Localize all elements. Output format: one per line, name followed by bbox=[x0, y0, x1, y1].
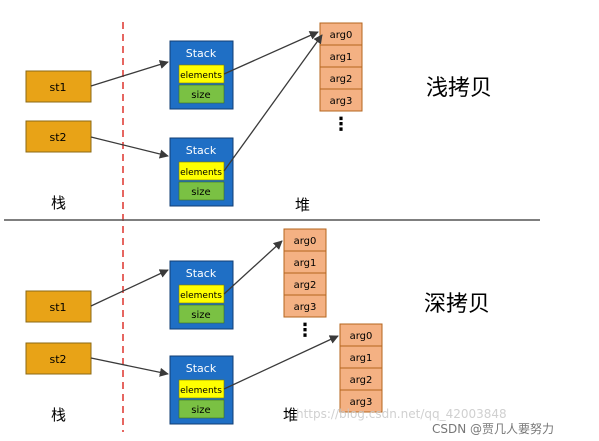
array-cell: arg3 bbox=[294, 302, 317, 313]
field-size: size bbox=[191, 90, 210, 101]
heap-region-label: 堆 bbox=[283, 406, 298, 424]
array-cell: arg3 bbox=[350, 397, 373, 408]
array-cell: arg2 bbox=[294, 280, 317, 291]
array-ellipsis: ⋮ bbox=[296, 320, 314, 341]
field-size: size bbox=[191, 405, 210, 416]
arrow-elements-to-array bbox=[223, 335, 339, 390]
field-elements: elements bbox=[180, 168, 222, 178]
array-cell: arg0 bbox=[350, 331, 373, 342]
variable-st2: st2 bbox=[25, 342, 92, 375]
variable-st2: st2 bbox=[25, 120, 92, 153]
array-cell: arg1 bbox=[330, 52, 353, 63]
array-cell: arg0 bbox=[294, 236, 317, 247]
stack-object-title: Stack bbox=[186, 267, 217, 280]
arrow-st2-to-stack bbox=[90, 357, 169, 377]
field-size: size bbox=[191, 187, 210, 198]
arrow-st1-to-stack bbox=[90, 269, 169, 307]
heap-array: arg0 arg1 arg2 arg3 ⋮ bbox=[283, 228, 327, 341]
arrow-st1-to-stack bbox=[90, 60, 169, 87]
array-cell: arg1 bbox=[350, 353, 373, 364]
stack-object: Stack elements size bbox=[169, 40, 234, 110]
watermark-credit: CSDN @贾几人要努力 bbox=[432, 421, 554, 436]
field-elements: elements bbox=[180, 386, 222, 396]
variable-label: st2 bbox=[49, 131, 66, 144]
array-cell: arg1 bbox=[294, 258, 317, 269]
deep-copy-section: st1 st2 Stack elements size Stack elemen… bbox=[25, 228, 490, 425]
stack-object: Stack elements size bbox=[169, 260, 234, 330]
stack-region-label: 栈 bbox=[51, 194, 66, 212]
array-ellipsis: ⋮ bbox=[332, 114, 350, 135]
arrow-elements-to-array bbox=[223, 34, 323, 172]
field-elements: elements bbox=[180, 291, 222, 301]
watermark-url: https://blog.csdn.net/qq_42003848 bbox=[296, 407, 507, 421]
heap-array: arg0 arg1 arg2 arg3 ⋮ bbox=[319, 22, 363, 135]
array-cell: arg2 bbox=[350, 375, 373, 386]
stack-object-title: Stack bbox=[186, 47, 217, 60]
variable-label: st1 bbox=[49, 301, 66, 314]
heap-region-label: 堆 bbox=[295, 196, 310, 214]
shallow-copy-caption: 浅拷贝 bbox=[426, 76, 492, 101]
arrow-st2-to-stack bbox=[90, 136, 169, 159]
array-cell: arg2 bbox=[330, 74, 353, 85]
field-elements: elements bbox=[180, 71, 222, 81]
stack-object: Stack elements size bbox=[169, 355, 234, 425]
stack-object: Stack elements size bbox=[169, 137, 234, 207]
array-cell: arg3 bbox=[330, 96, 353, 107]
arrow-elements-to-array bbox=[223, 31, 319, 75]
heap-array: arg0 arg1 arg2 arg3 bbox=[339, 323, 383, 413]
stack-object-title: Stack bbox=[186, 362, 217, 375]
stack-object-title: Stack bbox=[186, 144, 217, 157]
variable-st1: st1 bbox=[25, 70, 92, 103]
stack-region-label: 栈 bbox=[51, 406, 66, 424]
variable-label: st2 bbox=[49, 353, 66, 366]
arrow-elements-to-array bbox=[223, 240, 283, 295]
array-cell: arg0 bbox=[330, 30, 353, 41]
shallow-copy-section: st1 st2 Stack elements size Stack elemen… bbox=[25, 22, 492, 214]
variable-st1: st1 bbox=[25, 290, 92, 323]
deep-copy-caption: 深拷贝 bbox=[424, 292, 490, 317]
variable-label: st1 bbox=[49, 81, 66, 94]
field-size: size bbox=[191, 310, 210, 321]
